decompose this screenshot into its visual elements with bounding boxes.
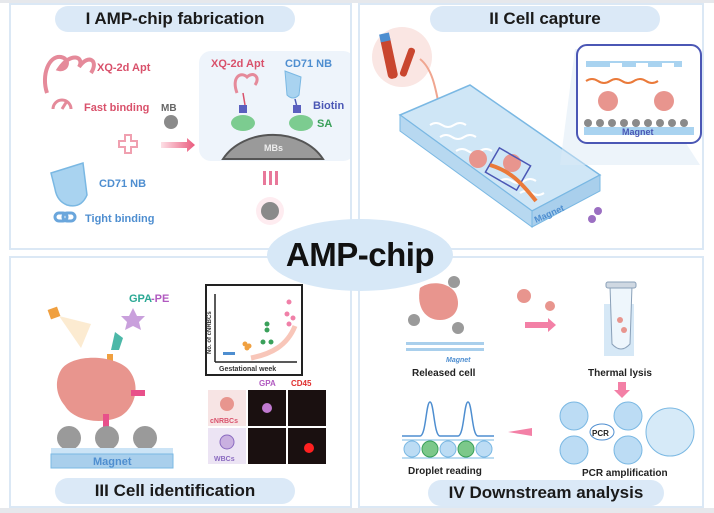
sa-label: SA: [317, 118, 332, 130]
bead-surface: [221, 133, 325, 160]
flow-arrow: [489, 163, 538, 203]
fabrication-illustration: XQ-2d Apt Fast binding MB CD71 NB Tight …: [42, 51, 350, 225]
downstream-illustration: Magnet Released cell Thermal lysis PCR P…: [402, 276, 695, 479]
plus-icon: [118, 134, 138, 154]
pe-label: -PE: [151, 293, 169, 305]
nanobody-label: CD71 NB: [99, 178, 146, 190]
blood-tube-icon: [380, 35, 398, 79]
released-cell-label: Released cell: [412, 368, 476, 379]
streptavidin-icon: [231, 115, 313, 131]
mb-label: MB: [161, 103, 177, 114]
center-title: AMP-chip: [285, 236, 435, 273]
inset-nanobody-icon: [284, 70, 302, 99]
tight-binding-label: Tight binding: [85, 213, 154, 225]
panel-fabrication: I AMP-chip fabrication XQ-2d Apt Fast bi…: [9, 3, 352, 250]
mbs-label: MBs: [264, 143, 283, 153]
inset-aptamer-label: XQ-2d Apt: [211, 58, 265, 70]
droplet-reading-label: Droplet reading: [408, 466, 482, 477]
thermal-lysis-label: Thermal lysis: [588, 368, 652, 379]
functionalized-bead-icon: [261, 202, 279, 220]
chart-point: [260, 321, 274, 345]
panel-title-capture: II Cell capture: [430, 6, 660, 32]
panel-title-downstream: IV Downstream analysis: [428, 480, 664, 506]
col-gpa-label: GPA: [259, 379, 276, 388]
gpa-wbc-image: [248, 428, 286, 464]
biotin-label: Biotin: [313, 100, 344, 112]
chain-link-icon: [53, 211, 77, 223]
pcr-label: PCR: [592, 429, 609, 438]
fast-binding-label: Fast binding: [84, 102, 149, 114]
gpa-label: GPA: [129, 293, 152, 305]
magnet-label: Magnet: [93, 456, 132, 468]
released-magnet-label: Magnet: [446, 357, 471, 364]
center-title-oval: AMP-chip: [267, 219, 453, 291]
down-arrow-icon: [614, 382, 630, 398]
inset-nanobody-label: CD71 NB: [285, 58, 332, 70]
aptamer-label: XQ-2d Apt: [97, 62, 151, 74]
capture-inset: [576, 44, 702, 144]
inset-aptamer-icon: [233, 73, 259, 94]
inset-magnet-label: Magnet: [622, 127, 654, 137]
arrow-icon: [161, 138, 195, 152]
trend-arrow: [250, 324, 298, 361]
cnrbc-chart: [205, 284, 303, 376]
identification-illustration: GPA -PE Magnet No. of cNRBCs Gestational…: [47, 284, 326, 469]
magnetic-bead-icon: [164, 115, 178, 129]
panel-identification: III Cell identification GPA -PE Magnet N…: [9, 256, 352, 508]
chart-x-label: Gestational week: [219, 366, 276, 373]
released-cell-icon: [419, 283, 459, 320]
panel-capture: II Cell capture Magnet Magnet: [358, 3, 704, 250]
biotin-icon: [239, 105, 247, 113]
bottom-border: [0, 508, 714, 513]
zoom-box: [484, 146, 532, 192]
chart-point: [223, 352, 235, 355]
fluorescence-peaks: [402, 401, 494, 437]
chart-y-label: No. of cNRBCs: [207, 311, 213, 354]
col-cd45-label: CD45: [291, 379, 312, 388]
cnrbc-cell-icon: [56, 357, 136, 421]
magnetic-beads-row: [57, 426, 157, 450]
nanobody-icon: [50, 162, 88, 207]
aptamer-icon: [42, 54, 96, 94]
panel-title-fabrication: I AMP-chip fabrication: [55, 6, 295, 32]
top-border: [0, 0, 714, 3]
capture-illustration: Magnet Magnet: [372, 27, 702, 228]
arrow-icon: [525, 318, 556, 332]
captured-cell-icon: [469, 150, 487, 168]
row-wbcs-label: WBCs: [214, 456, 235, 463]
pe-fluorophore-icon: [121, 308, 145, 330]
droplet-array-icon: [645, 407, 695, 457]
antibody-icon: [111, 332, 123, 350]
chart-point: [242, 341, 252, 351]
panel-title-identification: III Cell identification: [55, 478, 295, 504]
panel-downstream: IV Downstream analysis Magnet Released c…: [358, 256, 704, 508]
left-arrow-icon: [508, 428, 532, 436]
equals-icon: [263, 171, 278, 185]
chart-point: [284, 299, 296, 327]
cd45-cnrbc-image: [288, 390, 326, 426]
light-source-icon: [47, 306, 61, 320]
speedometer-icon: [51, 98, 73, 110]
row-cnrbcs-label: cNRBCs: [210, 418, 238, 425]
pcr-amplification-label: PCR amplification: [582, 468, 668, 479]
